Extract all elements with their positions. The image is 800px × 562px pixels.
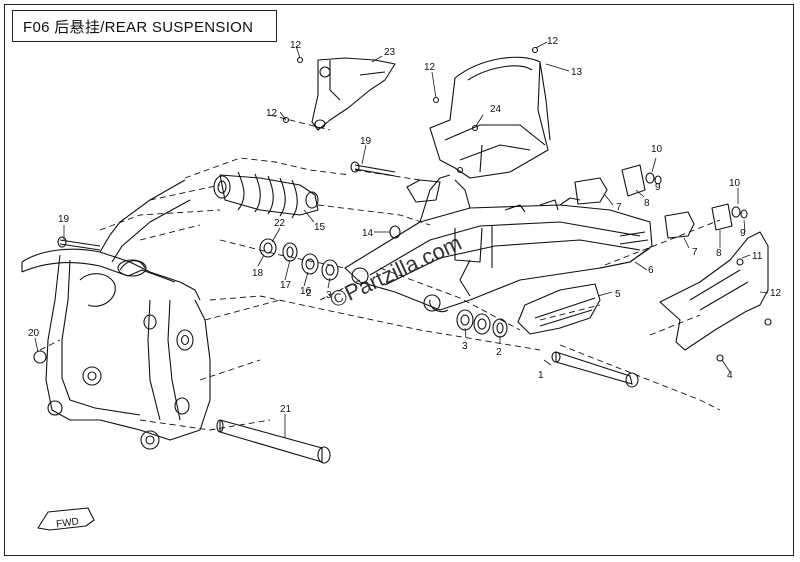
shock-absorber bbox=[213, 171, 319, 219]
fwd-arrow bbox=[37, 507, 95, 531]
callout-5: 5 bbox=[615, 289, 621, 300]
callout-12a: 12 bbox=[290, 40, 302, 51]
callout-2b: 2 bbox=[306, 288, 312, 299]
callout-6: 6 bbox=[648, 265, 654, 276]
callout-3b: 3 bbox=[326, 290, 332, 301]
callout-12b: 12 bbox=[266, 108, 278, 119]
chain-guard bbox=[659, 231, 769, 351]
callout-11: 11 bbox=[752, 251, 763, 262]
callout-20: 20 bbox=[28, 328, 40, 339]
callout-10b: 10 bbox=[729, 178, 741, 189]
callout-12d: 12 bbox=[547, 36, 559, 47]
callout-24: 24 bbox=[490, 104, 502, 115]
callout-8b: 8 bbox=[716, 248, 722, 259]
callout-13: 13 bbox=[571, 67, 583, 78]
callout-18: 18 bbox=[252, 268, 264, 279]
page-title: F06 后悬挂/REAR SUSPENSION bbox=[23, 18, 254, 36]
drawing-frame bbox=[4, 4, 794, 556]
callout-9: 9 bbox=[655, 182, 661, 193]
callout-19a: 19 bbox=[58, 214, 70, 225]
callout-7b: 7 bbox=[692, 247, 698, 258]
callout-4: 4 bbox=[727, 370, 733, 381]
callout-12e: 12 bbox=[770, 288, 782, 299]
callout-7: 7 bbox=[616, 202, 622, 213]
callout-22: 22 bbox=[274, 218, 286, 229]
callout-14: 14 bbox=[362, 228, 374, 239]
bracket bbox=[311, 57, 396, 131]
callout-2: 2 bbox=[496, 347, 502, 358]
callout-8: 8 bbox=[644, 198, 650, 209]
callout-12c: 12 bbox=[424, 62, 436, 73]
pivot-shaft bbox=[551, 351, 639, 388]
chain-adjusters bbox=[574, 164, 748, 239]
callout-15: 15 bbox=[314, 222, 326, 233]
assembly-guide-lines bbox=[39, 114, 721, 431]
swing-arm bbox=[344, 174, 653, 313]
screws bbox=[282, 46, 772, 362]
callout-16: 16 bbox=[300, 286, 312, 297]
callout-3: 3 bbox=[462, 341, 468, 352]
title-box: F06 后悬挂/REAR SUSPENSION bbox=[12, 10, 277, 42]
callout-leaders bbox=[34, 41, 769, 438]
mud-guard bbox=[429, 56, 551, 179]
callout-labels: 1 2 2 3 3 4 5 6 7 7 8 8 9 9 10 10 11 12 … bbox=[28, 36, 782, 530]
fwd-label: FWD bbox=[56, 516, 80, 530]
callout-1: 1 bbox=[538, 370, 544, 381]
chain-guide bbox=[517, 283, 601, 335]
rear-frame bbox=[21, 179, 211, 450]
callout-21: 21 bbox=[280, 404, 292, 415]
long-bolt bbox=[216, 419, 331, 464]
callout-9b: 9 bbox=[740, 228, 746, 239]
mounting-bolts bbox=[57, 161, 396, 251]
callout-10: 10 bbox=[651, 144, 663, 155]
callout-19b: 19 bbox=[360, 136, 372, 147]
callout-23: 23 bbox=[384, 47, 396, 58]
callout-17: 17 bbox=[280, 280, 292, 291]
